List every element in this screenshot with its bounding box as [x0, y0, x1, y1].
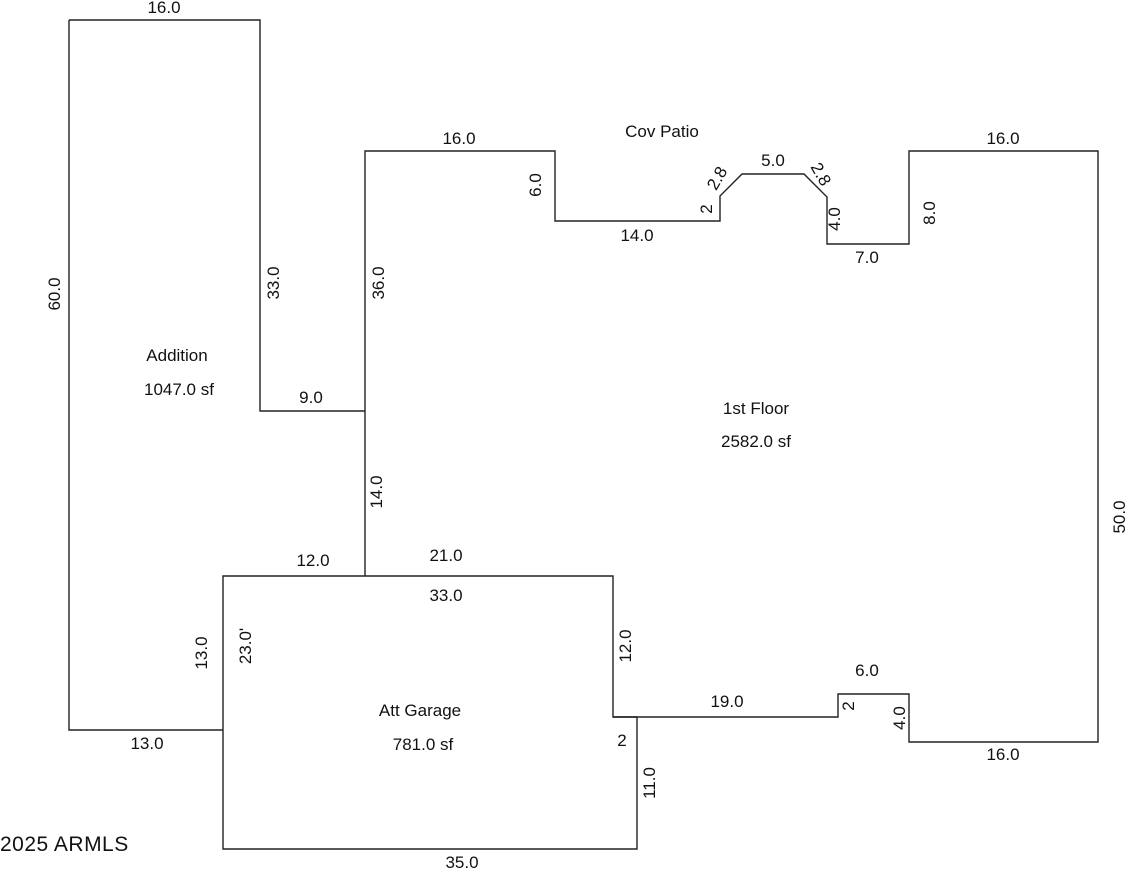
dim-patio-left: 6.0 [526, 173, 545, 197]
addition-name: Addition [146, 346, 207, 365]
dim-notch-right: 8.0 [920, 201, 939, 225]
garage-name: Att Garage [379, 701, 461, 720]
dim-ff-bottom-right: 16.0 [986, 745, 1019, 764]
dim-garage-top-right: 21.0 [429, 546, 462, 565]
dim-ff-top-right: 16.0 [986, 129, 1019, 148]
first-floor-name: 1st Floor [723, 399, 789, 418]
dim-patio-right-drop: 4.0 [825, 207, 844, 231]
dim-garage-right-lower: 11.0 [640, 767, 659, 799]
first-floor-outline [364, 150, 1099, 743]
dim-ff-bottom-mid: 19.0 [710, 692, 743, 711]
copyright-watermark: 2025 ARMLS [0, 833, 129, 856]
dim-patio-step: 2 [697, 204, 716, 213]
first-floor-area: 2582.0 sf [721, 432, 791, 451]
dim-patio-top: 5.0 [761, 151, 785, 170]
dim-patio-diag-right: 2.8 [807, 159, 835, 189]
dim-garage-inner-left: 23.0' [236, 628, 255, 664]
dim-patio-bottom: 14.0 [620, 226, 653, 245]
dim-add-lower-left: 13.0 [192, 636, 211, 669]
dim-add-top: 16.0 [147, 0, 180, 17]
dim-add-step: 9.0 [299, 388, 323, 407]
dim-bump-left: 2 [839, 701, 858, 710]
dim-add-left: 60.0 [45, 277, 64, 310]
patio-name: Cov Patio [625, 122, 699, 141]
dim-garage-inner-top: 33.0 [429, 586, 462, 605]
dim-add-bottom: 13.0 [130, 734, 163, 753]
dim-bump-right: 4.0 [890, 706, 909, 730]
dim-add-right-upper: 33.0 [264, 266, 283, 299]
dim-garage-bottom: 35.0 [445, 853, 478, 871]
dim-garage-right-upper: 12.0 [616, 629, 635, 662]
dim-ff-top-left: 16.0 [442, 129, 475, 148]
dim-bump-top: 6.0 [855, 661, 879, 680]
garage-area: 781.0 sf [393, 735, 454, 754]
dim-garage-step: 2 [617, 731, 626, 750]
addition-outline [68, 19, 365, 731]
addition-area: 1047.0 sf [144, 380, 214, 399]
garage-outline [222, 575, 638, 850]
dim-ff-left-upper: 36.0 [369, 266, 388, 299]
dim-notch-bottom: 7.0 [855, 248, 879, 267]
dim-ff-right: 50.0 [1110, 500, 1126, 533]
dim-ff-left-mid: 14.0 [367, 475, 386, 508]
dim-garage-top-left: 12.0 [296, 551, 329, 570]
